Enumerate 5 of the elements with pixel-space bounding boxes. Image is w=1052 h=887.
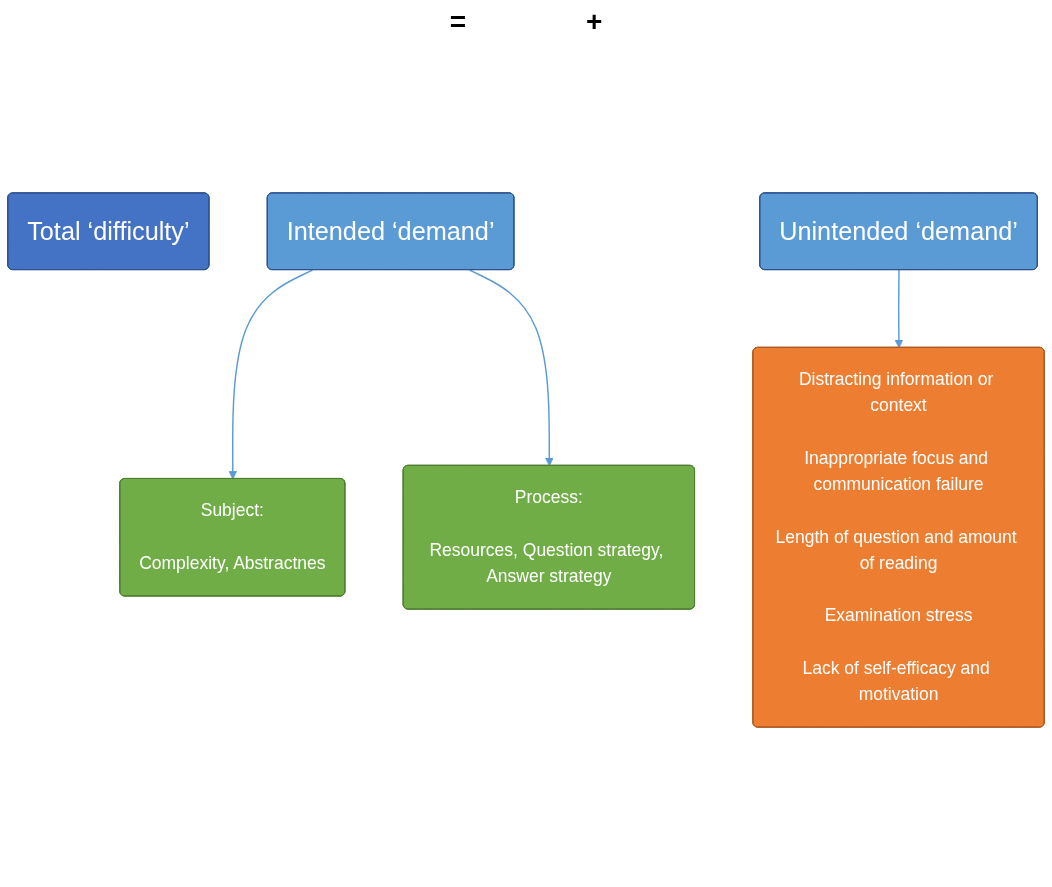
arrow [469, 269, 554, 467]
operator-sign: + [586, 6, 603, 39]
operator-sign: = [449, 6, 466, 39]
arrow [228, 269, 314, 480]
arrow [894, 269, 904, 349]
